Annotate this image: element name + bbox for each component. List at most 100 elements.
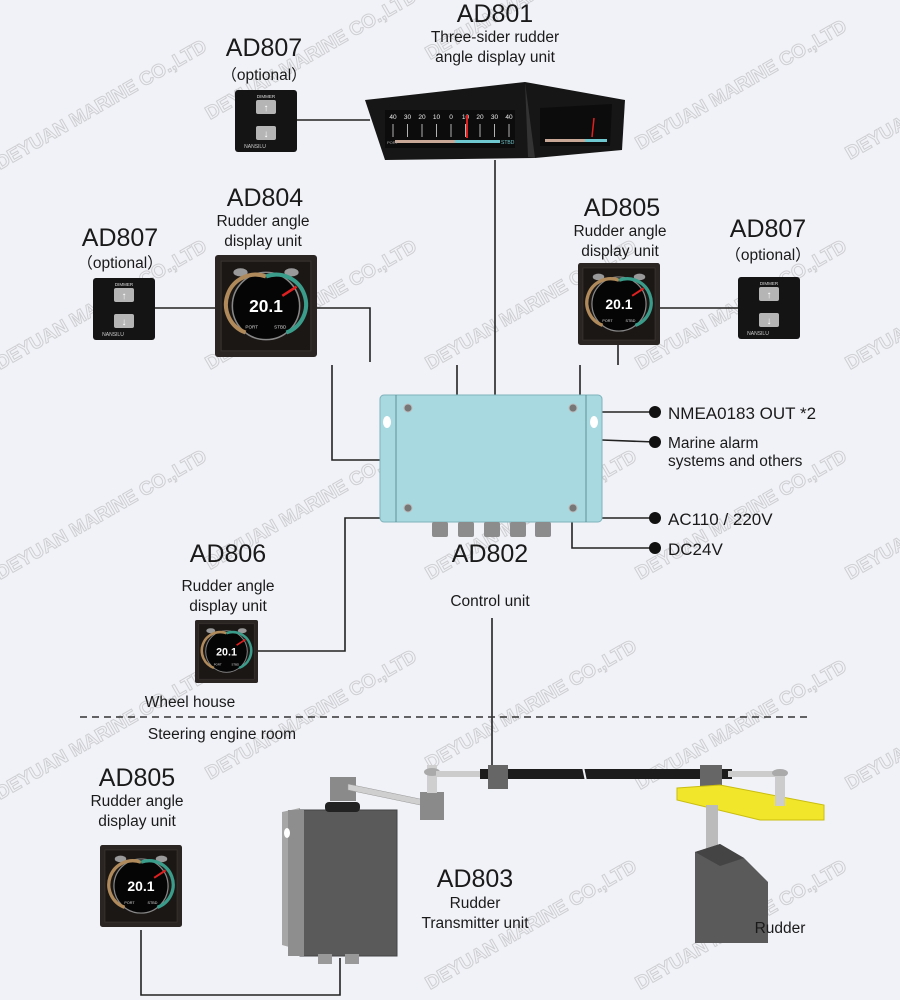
ad803-transmitter bbox=[282, 765, 444, 964]
bullet-icon bbox=[649, 542, 661, 554]
output-alarm-line1: Marine alarm bbox=[668, 435, 758, 452]
stbd-label: STBD bbox=[626, 319, 636, 323]
dimmer-label: DIMMER bbox=[760, 281, 779, 286]
scale-label: 20 bbox=[418, 114, 426, 121]
ad805-bottom-title: AD805 bbox=[99, 764, 175, 792]
zone-engine-room: Steering engine room bbox=[148, 726, 296, 743]
port-label: PORT bbox=[387, 140, 399, 145]
bullet-icon bbox=[649, 512, 661, 524]
ad802-control-unit bbox=[379, 394, 603, 537]
brand-logo: NANSILU bbox=[747, 331, 769, 337]
ad806-title: AD806 bbox=[190, 540, 266, 568]
zone-wheel-house: Wheel house bbox=[145, 694, 235, 711]
ad806-line2: display unit bbox=[189, 598, 267, 615]
rudder-linkage bbox=[436, 765, 825, 943]
bullet-icon bbox=[649, 436, 661, 448]
down-button[interactable] bbox=[206, 628, 216, 634]
dimmer-down-button[interactable] bbox=[759, 313, 779, 327]
dimmer-up-button[interactable] bbox=[256, 100, 276, 114]
scale-label: 0 bbox=[449, 114, 453, 121]
needle-icon bbox=[236, 638, 246, 646]
ad807-right-title: AD807 bbox=[730, 215, 806, 243]
ad807-top-title: AD807 bbox=[226, 34, 302, 62]
watermark-text: DEYUAN MARINE CO.,LTD bbox=[842, 26, 900, 164]
scale-label: 40 bbox=[389, 114, 397, 121]
ad801-line1: Three-sider rudder bbox=[431, 29, 559, 46]
mounting-hole-icon bbox=[383, 416, 391, 428]
stbd-label: STBD bbox=[274, 324, 287, 329]
needle-icon bbox=[153, 869, 167, 879]
port-label: PORT bbox=[214, 662, 222, 666]
port-label: PORT bbox=[245, 324, 258, 329]
up-button[interactable] bbox=[284, 268, 299, 277]
down-button[interactable] bbox=[592, 273, 605, 281]
scale-label: 20 bbox=[476, 114, 484, 121]
arrow-down-icon: ↓ bbox=[767, 316, 772, 327]
watermark-text: DEYUAN MARINE CO.,LTD bbox=[842, 446, 900, 584]
ad807-right-dimmer-panel: DIMMER ↑ ↓ NANSILU bbox=[738, 277, 800, 339]
watermark-text: DEYUAN MARINE CO.,LTD bbox=[632, 16, 851, 154]
ad804-display-unit: 20.1 PORT STBD bbox=[215, 255, 317, 357]
down-button[interactable] bbox=[114, 855, 127, 863]
ad803-title: AD803 bbox=[437, 865, 513, 893]
ad806-line1: Rudder angle bbox=[181, 578, 274, 595]
arrow-up-icon: ↑ bbox=[767, 290, 772, 301]
rudder-label: Rudder bbox=[755, 920, 806, 937]
watermark-text: DEYUAN MARINE CO.,LTD bbox=[842, 236, 900, 374]
output-ac: AC110 / 220V bbox=[668, 510, 773, 529]
up-button[interactable] bbox=[633, 273, 646, 281]
scale-label: 30 bbox=[404, 114, 412, 121]
scale-label: 30 bbox=[491, 114, 499, 121]
arrow-down-icon: ↓ bbox=[264, 129, 269, 140]
wiring bbox=[80, 119, 810, 996]
output-dc: DC24V bbox=[668, 540, 723, 559]
needle-icon bbox=[281, 285, 298, 297]
ad807-left-note: （optional） bbox=[77, 255, 162, 272]
ad805-bottom-display-unit: 20.1 PORT STBD bbox=[100, 845, 182, 927]
ad802-subtitle: Control unit bbox=[450, 593, 530, 610]
watermark-text: DEYUAN MARINE CO.,LTD bbox=[0, 446, 211, 584]
output-nmea: NMEA0183 OUT *2 bbox=[668, 404, 816, 423]
rudder-angle-readout: 20.1 bbox=[605, 296, 632, 312]
ad807-right-note: （optional） bbox=[725, 247, 810, 264]
bullet-icon bbox=[649, 406, 661, 418]
rudder-angle-readout: 20.1 bbox=[127, 878, 154, 894]
stbd-label: STBD bbox=[148, 901, 158, 905]
scale-label: 40 bbox=[505, 114, 513, 121]
ad801-line2: angle display unit bbox=[435, 49, 555, 66]
rudder-angle-readout: 20.1 bbox=[249, 296, 283, 316]
ad806-display-unit: 20.1 PORT STBD bbox=[195, 620, 258, 683]
arrow-down-icon: ↓ bbox=[122, 317, 127, 328]
ad805-bottom-line2: display unit bbox=[98, 813, 176, 830]
dimmer-label: DIMMER bbox=[115, 282, 134, 287]
dimmer-label: DIMMER bbox=[257, 94, 276, 99]
output-alarm-line2: systems and others bbox=[668, 453, 803, 470]
scale-label: 10 bbox=[433, 114, 441, 121]
ad804-line1: Rudder angle bbox=[216, 213, 309, 230]
dimmer-up-button[interactable] bbox=[759, 287, 779, 301]
watermark-text: DEYUAN MARINE CO.,LTD bbox=[842, 656, 900, 794]
dimmer-down-button[interactable] bbox=[256, 126, 276, 140]
ad803-line1: Rudder bbox=[450, 895, 501, 912]
needle-icon bbox=[631, 287, 645, 297]
dimmer-down-button[interactable] bbox=[114, 314, 134, 328]
up-button[interactable] bbox=[155, 855, 168, 863]
stbd-label: STBD bbox=[501, 140, 515, 146]
stbd-label: STBD bbox=[232, 662, 240, 666]
ad807-left-title: AD807 bbox=[82, 224, 158, 252]
dimmer-up-button[interactable] bbox=[114, 288, 134, 302]
ad804-title: AD804 bbox=[227, 184, 304, 212]
ad801-title: AD801 bbox=[457, 0, 533, 28]
ad805-bottom-line1: Rudder angle bbox=[90, 793, 183, 810]
ad807-top-dimmer-panel: DIMMER ↑ ↓ NANSILU bbox=[235, 90, 297, 152]
arrow-up-icon: ↑ bbox=[122, 291, 127, 302]
port-label: PORT bbox=[124, 901, 135, 905]
up-button[interactable] bbox=[237, 628, 247, 634]
arrow-up-icon: ↑ bbox=[264, 103, 269, 114]
ad802-title: AD802 bbox=[452, 540, 528, 568]
ad804-line2: display unit bbox=[224, 233, 302, 250]
brand-logo: NANSILU bbox=[244, 144, 266, 150]
down-button[interactable] bbox=[233, 268, 248, 277]
rudder-angle-readout: 20.1 bbox=[216, 646, 237, 658]
